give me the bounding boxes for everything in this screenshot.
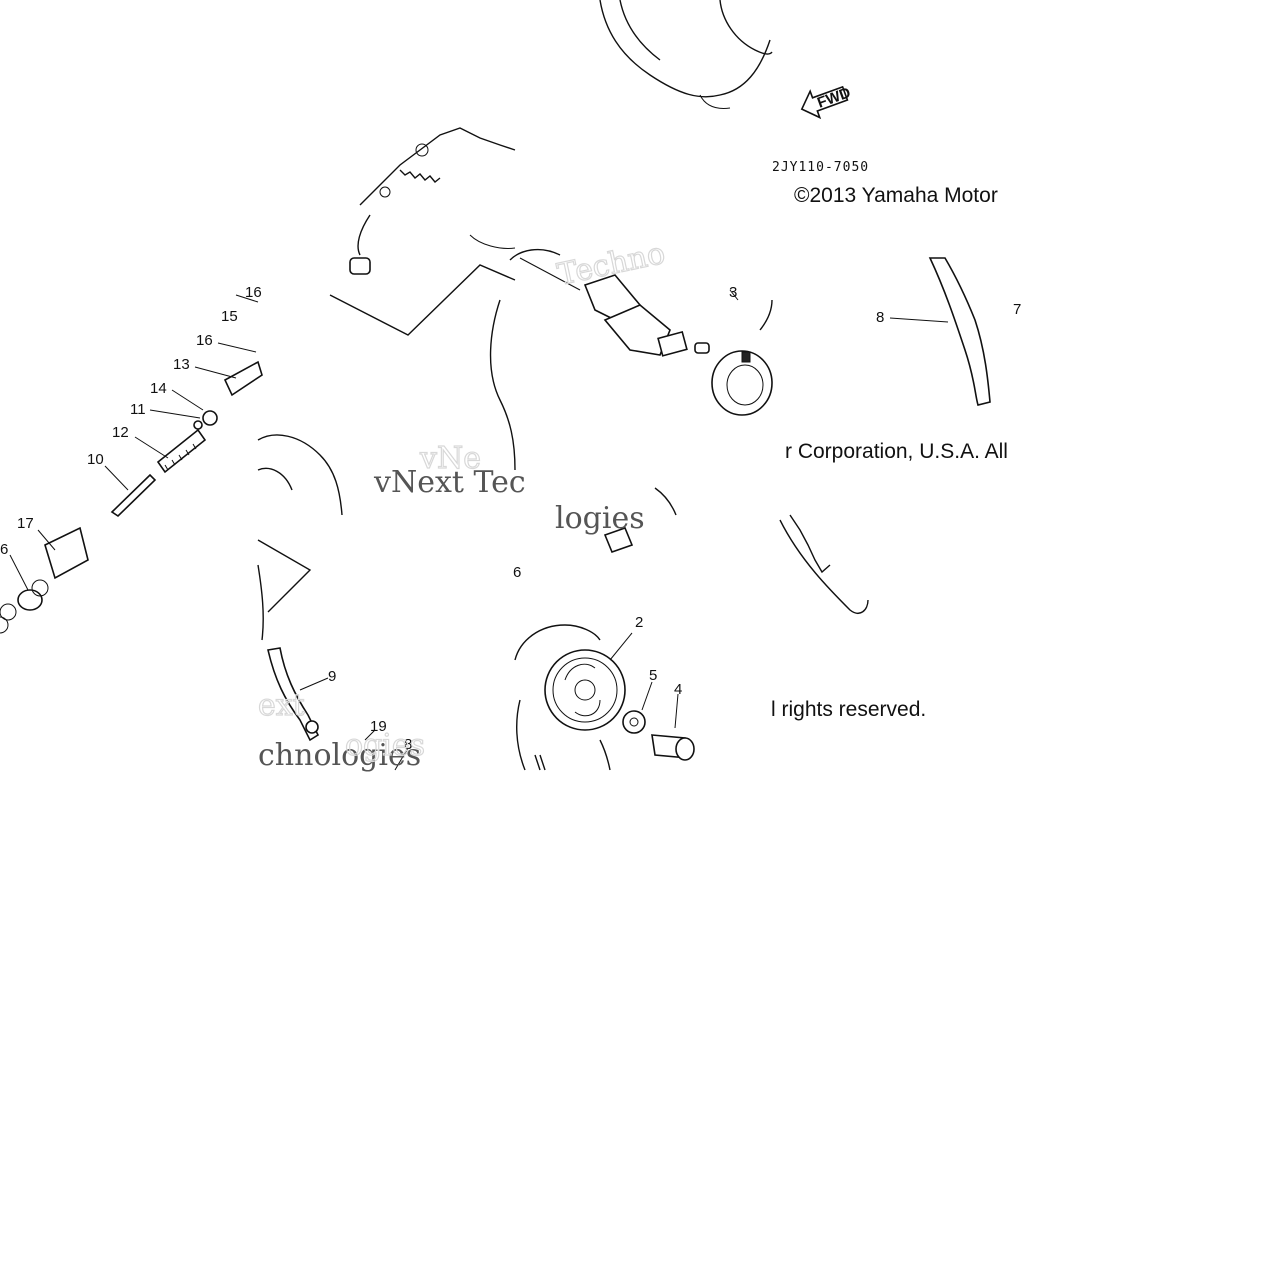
watermark-text-2: vNe (419, 441, 481, 476)
callout-15: 15 (221, 308, 238, 325)
callout-9: 9 (328, 668, 336, 685)
copyright-fragment-1: ©2013 Yamaha Motor (794, 184, 998, 207)
callout-8-top: 8 (876, 309, 884, 326)
tile-chain-guide (779, 257, 991, 614)
tile-tensioner (0, 294, 263, 634)
tile-cam-sprocket (514, 487, 695, 771)
watermark-text-4: logies (555, 501, 645, 536)
callout-4: 4 (674, 681, 682, 698)
callout-16-top: 16 (245, 284, 262, 301)
callout-14: 14 (150, 380, 167, 397)
watermark-text-7: ogies (345, 728, 425, 763)
callout-8-bottom: 8 (404, 736, 412, 753)
callout-11: 11 (130, 401, 146, 418)
tile-crankcase-top (599, 0, 773, 109)
callout-12: 12 (112, 424, 129, 441)
fwd-arrow-icon: FWD (800, 84, 853, 120)
tile-camshaft (489, 248, 773, 471)
callout-5: 5 (649, 667, 657, 684)
tile-lower-chain-guide (257, 539, 409, 771)
watermark-text-1: vNext Tec (373, 465, 526, 500)
watermark-text-5: chnologies (258, 738, 421, 773)
watermark-text-6: ext (258, 688, 305, 723)
callout-17: 17 (17, 515, 34, 532)
callout-6-mid: 6 (513, 564, 521, 581)
callout-19: 19 (370, 718, 387, 735)
copyright-fragment-2: r Corporation, U.S.A. All (785, 440, 1008, 463)
part-number-code: 2JY110-7050 (772, 160, 869, 175)
tile-crankcase-cover (257, 434, 343, 516)
fwd-label: FWD (815, 84, 853, 112)
callout-2: 2 (635, 614, 643, 631)
callout-3: 3 (729, 284, 737, 301)
callout-7: 7 (1013, 301, 1021, 318)
callout-6-left: 6 (0, 541, 8, 558)
callout-13: 13 (173, 356, 190, 373)
tile-cylinder-head (329, 127, 516, 336)
copyright-fragment-3: l rights reserved. (771, 698, 926, 721)
callout-16: 16 (196, 332, 213, 349)
callout-10: 10 (87, 451, 104, 468)
